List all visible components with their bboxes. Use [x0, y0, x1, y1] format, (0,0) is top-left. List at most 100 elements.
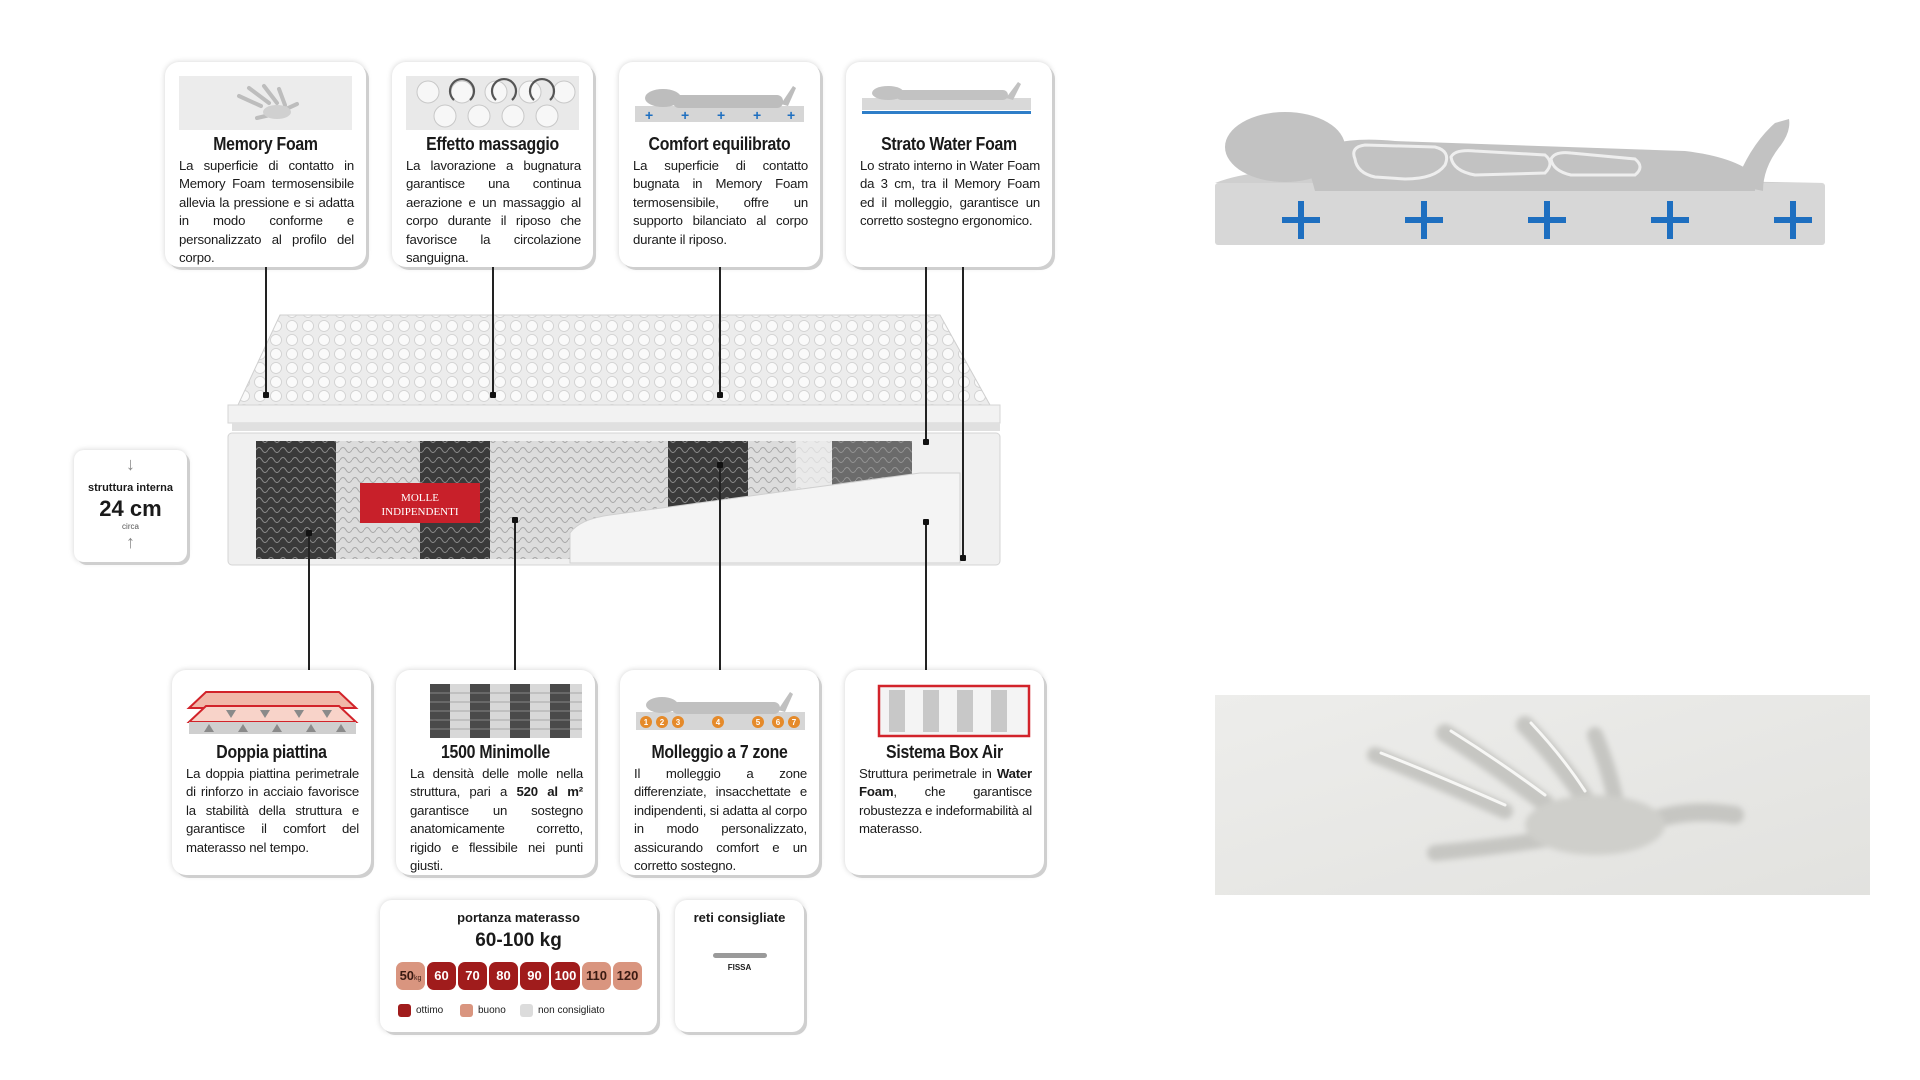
connector-line — [719, 267, 721, 395]
zone-marker — [640, 716, 652, 728]
feature-card-minimolle: 1500 Minimolle La densità delle molle ne… — [396, 670, 595, 875]
memory-foam-hand-imprint — [1215, 695, 1870, 895]
feature-card-doppia-piattina: Doppia piattina La doppia piattina perim… — [172, 670, 371, 875]
mattress-label-line2: INDIPENDENTI — [382, 506, 459, 518]
connector-dot — [512, 517, 518, 523]
mattress-label-line1: MOLLE — [401, 492, 439, 504]
reti-item: FISSA — [727, 963, 752, 972]
feature-title: Memory Foam — [213, 134, 318, 154]
legend-swatch — [460, 1004, 473, 1017]
feature-description: La superficie di contatto in Memory Foam… — [179, 158, 354, 266]
connector-dot — [923, 519, 929, 525]
zone-number: 5 — [756, 718, 761, 727]
zone-number: 2 — [660, 718, 665, 727]
zone-marker — [712, 716, 724, 728]
reti-box: reti consigliate FISSA — [675, 900, 804, 1032]
bed-base-icon — [713, 953, 767, 958]
zone-marker — [656, 716, 668, 728]
feature-description: La superficie di contatto bugnata in Mem… — [633, 158, 808, 247]
legend-swatch — [398, 1004, 411, 1017]
seven-zone-icon: 1 2 3 4 5 6 7 — [636, 692, 805, 730]
height-label: struttura interna — [88, 482, 173, 494]
feature-card-massage: Effetto massaggio La lavorazione a bugna… — [392, 62, 593, 267]
feature-card-memory-foam: Memory Foam La superficie di contatto in… — [165, 62, 366, 267]
zone-number: 6 — [776, 718, 781, 727]
body-support-illustration — [1215, 112, 1825, 245]
zone-number: 3 — [676, 718, 681, 727]
legend-label: buono — [478, 1005, 506, 1016]
box-air-icon — [877, 684, 1031, 738]
feature-title: Molleggio a 7 zone — [651, 742, 788, 762]
zone-number: 4 — [716, 718, 721, 727]
feature-card-box-air: Sistema Box Air Struttura perimetrale in… — [845, 670, 1044, 875]
feature-card-molleggio-7-zone: 1 2 3 4 5 6 7 Molleggio a 7 zone Il molleggio … — [620, 670, 819, 875]
feature-card-comfort: + + + + + Comfort equilibrato La superficie … — [619, 62, 820, 267]
portanza-title: portanza materasso — [457, 910, 580, 925]
connector-line — [308, 533, 310, 670]
connector-dot — [306, 530, 312, 536]
portanza-chip: 100 — [551, 962, 580, 990]
feature-title: Effetto massaggio — [426, 134, 559, 154]
portanza-chip: 50kg — [396, 962, 425, 990]
svg-text:+: + — [717, 107, 725, 123]
legend-swatch — [520, 1004, 533, 1017]
height-value: 24 cm — [99, 496, 162, 521]
connector-dot — [717, 462, 723, 468]
feature-description: Il molleggio a zone differenziate, insac… — [634, 766, 807, 874]
height-note: circa — [122, 522, 139, 531]
zone-number: 1 — [644, 718, 649, 727]
feature-description: La lavorazione a bugnatura garantisce un… — [406, 158, 581, 266]
arrow-up-icon: ↑ — [126, 532, 135, 552]
feature-title: Comfort equilibrato — [648, 134, 791, 154]
svg-text:+: + — [753, 107, 761, 123]
reti-title: reti consigliate — [693, 910, 786, 925]
feature-title: Doppia piattina — [216, 742, 327, 762]
connector-line — [962, 267, 964, 557]
zone-marker — [788, 716, 800, 728]
legend-label: ottimo — [416, 1005, 444, 1016]
feature-title: Strato Water Foam — [881, 134, 1017, 154]
height-info-box: ↓ struttura interna 24 cm circa ↑ — [74, 450, 187, 562]
connector-dot — [263, 392, 269, 398]
mattress-cross-section: MOLLE INDIPENDENTI — [227, 314, 1001, 566]
feature-description: Struttura perimetrale in Water Foam, che… — [859, 766, 1032, 837]
portanza-range: 60-100 kg — [475, 930, 562, 951]
feature-card-water-foam: Strato Water Foam Lo strato interno in W… — [846, 62, 1052, 267]
hand-imprint-icon — [179, 76, 352, 130]
portanza-chip: 80 — [489, 962, 518, 990]
steel-frame-icon — [186, 691, 359, 734]
feature-description: La doppia piattina perimetrale di rinfor… — [186, 766, 359, 855]
feature-description: Lo strato interno in Water Foam da 3 cm,… — [860, 158, 1040, 229]
connector-dot — [490, 392, 496, 398]
connector-dot — [717, 392, 723, 398]
connector-line — [265, 267, 267, 395]
portanza-chip: 90 — [520, 962, 549, 990]
connector-line — [925, 267, 927, 442]
zone-marker — [672, 716, 684, 728]
portanza-chip: 110 — [582, 962, 611, 990]
connector-dot — [923, 439, 929, 445]
portanza-chip: 60 — [427, 962, 456, 990]
svg-text:+: + — [645, 107, 653, 123]
connector-dot — [960, 555, 966, 561]
connector-line — [492, 267, 494, 395]
portanza-legend: ottimo buono non consigliato — [398, 1004, 648, 1018]
legend-label: non consigliato — [538, 1005, 605, 1016]
connector-line — [514, 520, 516, 670]
connector-line — [719, 465, 721, 670]
portanza-chip: 70 — [458, 962, 487, 990]
arrow-down-icon: ↓ — [126, 454, 135, 474]
svg-text:+: + — [681, 107, 689, 123]
zone-marker — [772, 716, 784, 728]
feature-title: 1500 Minimolle — [440, 742, 550, 762]
portanza-chip: 120 — [613, 962, 642, 990]
svg-text:+: + — [787, 107, 795, 123]
zone-marker — [752, 716, 764, 728]
zone-number: 7 — [792, 718, 797, 727]
massage-circles-icon — [406, 76, 579, 130]
feature-description: La densità delle molle nella struttura, … — [410, 766, 583, 874]
body-on-mattress-icon: + + + + + — [635, 86, 804, 123]
water-foam-layer-icon — [862, 82, 1031, 114]
